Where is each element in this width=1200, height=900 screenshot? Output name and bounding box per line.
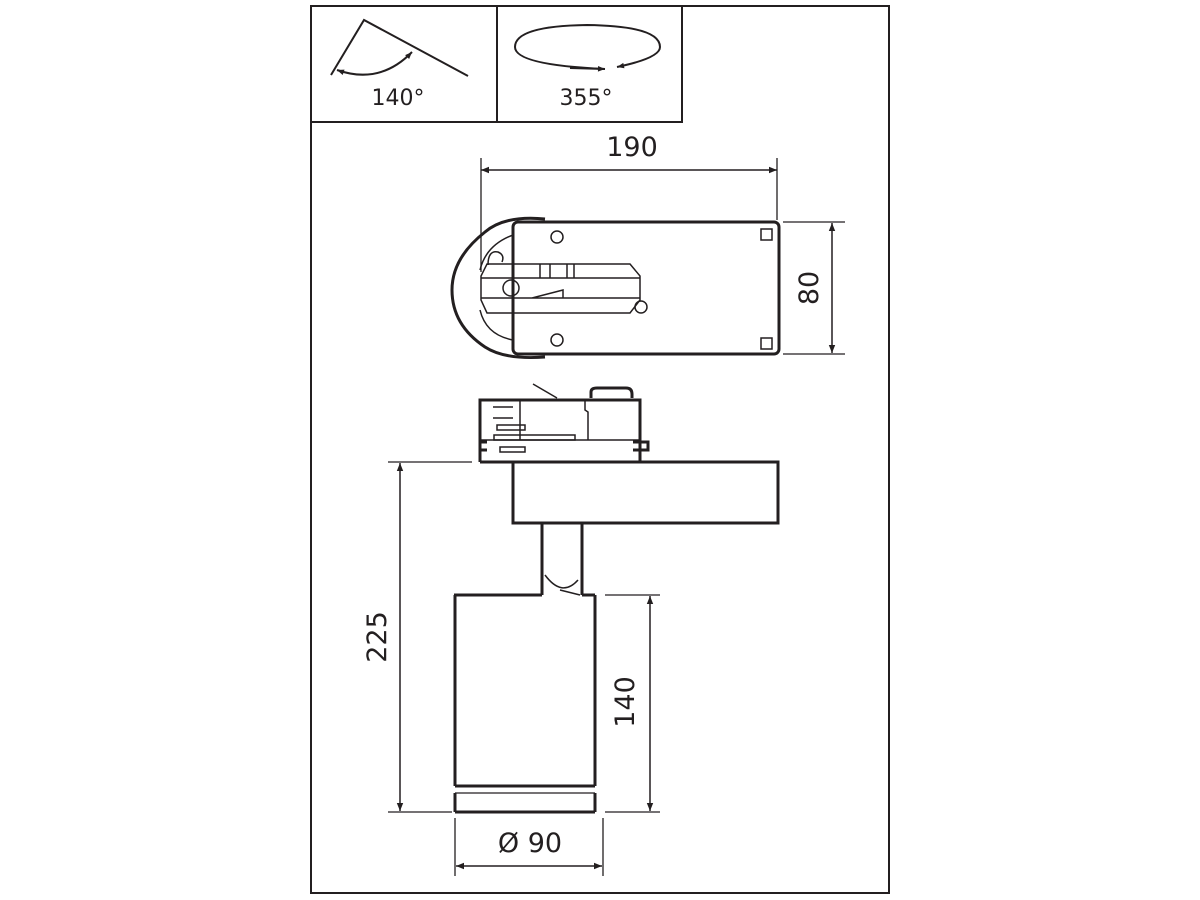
diameter-dimension: Ø 90 [454, 818, 604, 876]
rotation-angle-icon: 355° [513, 23, 662, 111]
depth-label: 80 [794, 271, 825, 305]
diameter-label: Ø 90 [498, 828, 562, 859]
drawing-frame [310, 5, 890, 894]
width-dimension: 190 [480, 132, 778, 272]
top-view [450, 216, 781, 359]
header-divider [311, 6, 683, 123]
rotation-angle-label: 355° [560, 86, 613, 111]
width-label: 190 [606, 132, 658, 163]
head-height-label: 140 [610, 676, 641, 728]
tilt-angle-icon: 140° [330, 18, 469, 111]
head-height-dimension: 140 [605, 594, 660, 813]
total-height-dimension: 225 [362, 461, 472, 813]
total-height-label: 225 [362, 611, 393, 663]
tilt-angle-label: 140° [372, 86, 425, 111]
side-view [453, 383, 780, 814]
depth-dimension: 80 [783, 221, 845, 355]
